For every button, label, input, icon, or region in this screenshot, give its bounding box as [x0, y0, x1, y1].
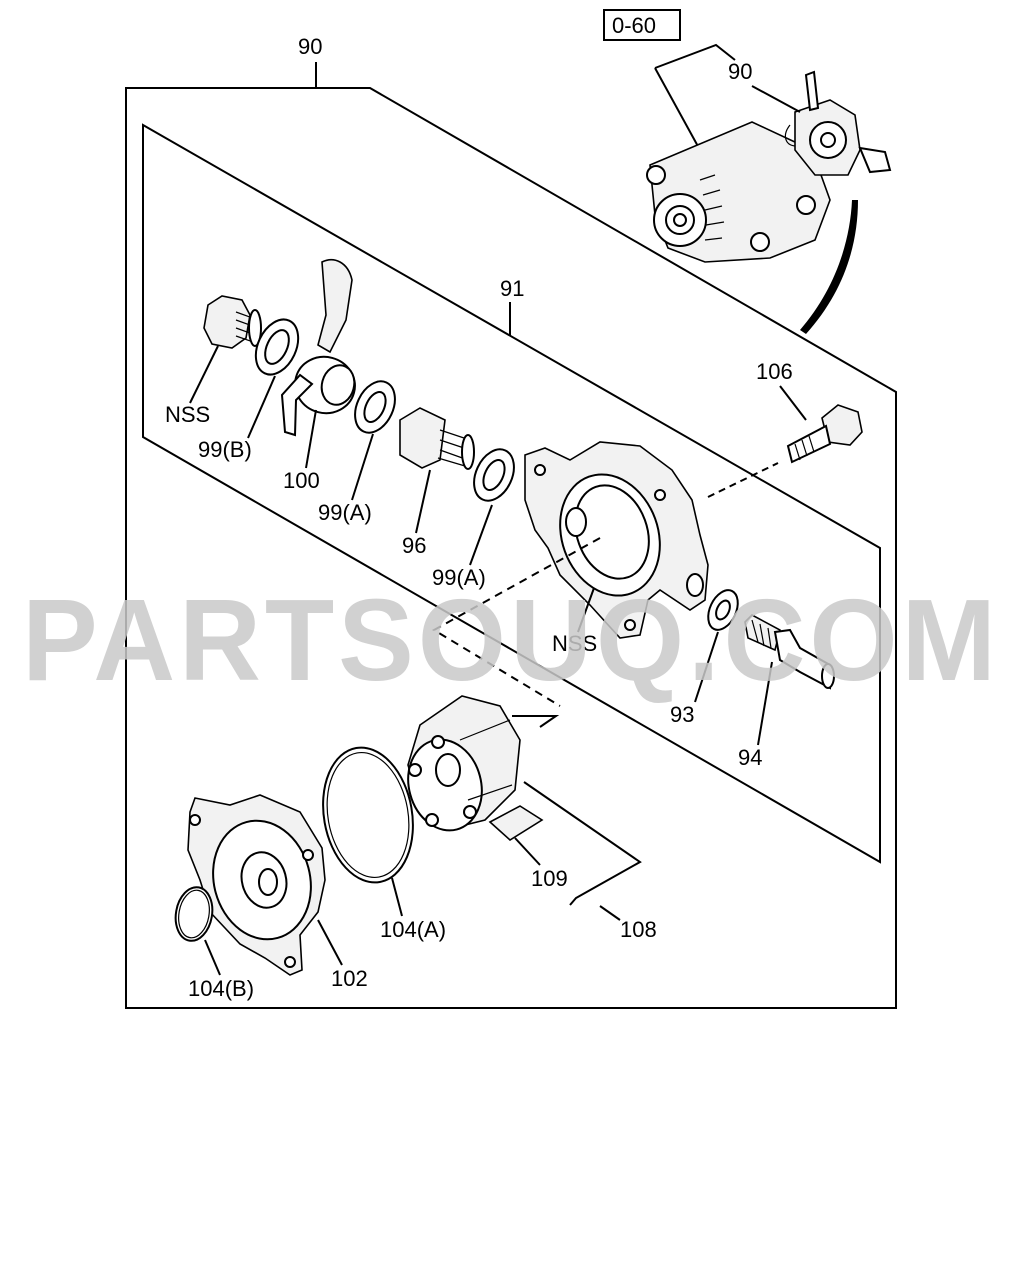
- indicator-arc: [800, 200, 858, 334]
- callout-99a-2[interactable]: 99(A): [432, 565, 486, 590]
- callout-93[interactable]: 93: [670, 702, 694, 727]
- callout-96[interactable]: 96: [402, 533, 426, 558]
- reference-box-label[interactable]: 0-60: [612, 13, 656, 38]
- callout-90-top[interactable]: 90: [298, 34, 322, 59]
- gasket-99a-2-part: [473, 448, 515, 502]
- callout-99a-1[interactable]: 99(A): [318, 500, 372, 525]
- callout-nss-plug[interactable]: NSS: [165, 402, 210, 427]
- oring-104b-part: [174, 886, 214, 942]
- bolt-96-part: [399, 407, 475, 470]
- subassembly-91-frame: [142, 123, 881, 864]
- callout-109[interactable]: 109: [531, 866, 568, 891]
- pump-housing-part: [524, 441, 709, 639]
- callout-108[interactable]: 108: [620, 917, 657, 942]
- reference-box: [603, 9, 681, 41]
- fitting-94-part: [744, 614, 835, 690]
- callout-100[interactable]: 100: [283, 468, 320, 493]
- assembly-90-frame: [125, 87, 897, 1009]
- gasket-99b-part: [254, 318, 300, 376]
- cover-102-part: [187, 794, 326, 976]
- alignment-line: [432, 537, 601, 707]
- union-100-part: [280, 258, 356, 437]
- callout-106[interactable]: 106: [756, 359, 793, 384]
- callout-90-inset[interactable]: 90: [728, 59, 752, 84]
- rotor-108-part: [407, 695, 521, 832]
- seal-109-part: [488, 805, 544, 841]
- callout-94[interactable]: 94: [738, 745, 762, 770]
- callout-104b[interactable]: 104(B): [188, 976, 254, 1001]
- bolt-106-part: [786, 404, 863, 464]
- plug-part: [203, 295, 262, 349]
- alternator-inset: [646, 70, 892, 263]
- callout-102[interactable]: 102: [331, 966, 368, 991]
- callout-99b[interactable]: 99(B): [198, 437, 252, 462]
- callout-nss-housing[interactable]: NSS: [552, 631, 597, 656]
- watermark-text: PARTSOUQ.COM: [22, 575, 1000, 705]
- callout-91[interactable]: 91: [500, 276, 524, 301]
- oring-104a-part: [322, 746, 414, 884]
- washer-93-part: [707, 589, 739, 631]
- gasket-99a-1-part: [354, 380, 396, 434]
- callout-104a[interactable]: 104(A): [380, 917, 446, 942]
